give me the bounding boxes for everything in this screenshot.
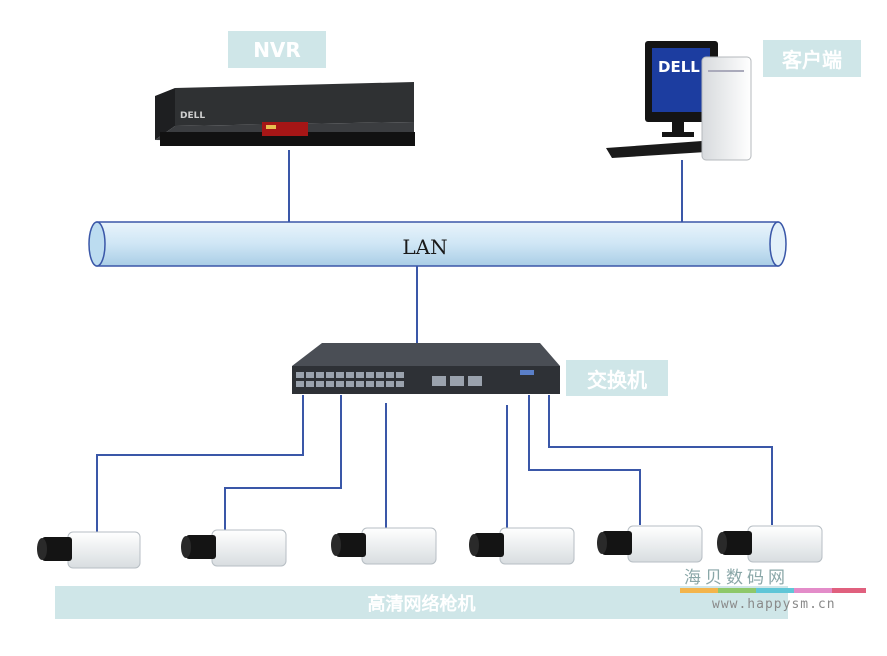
monitor-brand-text: DELL: [658, 58, 700, 76]
lan-label: LAN: [402, 235, 447, 259]
watermark-bar-4: [794, 588, 832, 593]
camera-4: [469, 527, 575, 565]
camera-group-label: 高清网络枪机: [55, 586, 788, 619]
watermark-bar-3: [756, 588, 794, 593]
watermark-title: 海贝数码网: [684, 568, 789, 588]
camera-2: [181, 529, 287, 567]
watermark-bar-1: [680, 588, 718, 593]
client-label: 客户端: [763, 40, 861, 77]
camera-1: [37, 531, 141, 569]
client-pc: DELL: [606, 41, 752, 161]
connection-lines: [96, 150, 773, 540]
camera-6: [717, 525, 823, 563]
switch-label: 交换机: [566, 360, 668, 396]
watermark-url: www.happysm.cn: [712, 597, 836, 612]
svg-text:DELL: DELL: [180, 111, 205, 121]
camera-5: [597, 525, 703, 563]
nvr-device: DELL: [155, 82, 415, 146]
watermark-bar-5: [832, 588, 866, 593]
lan-pipe: LAN: [88, 221, 787, 267]
watermark-bar-2: [718, 588, 756, 593]
switch-device: [292, 343, 560, 394]
camera-3: [331, 527, 437, 565]
nvr-label: NVR: [228, 31, 326, 68]
